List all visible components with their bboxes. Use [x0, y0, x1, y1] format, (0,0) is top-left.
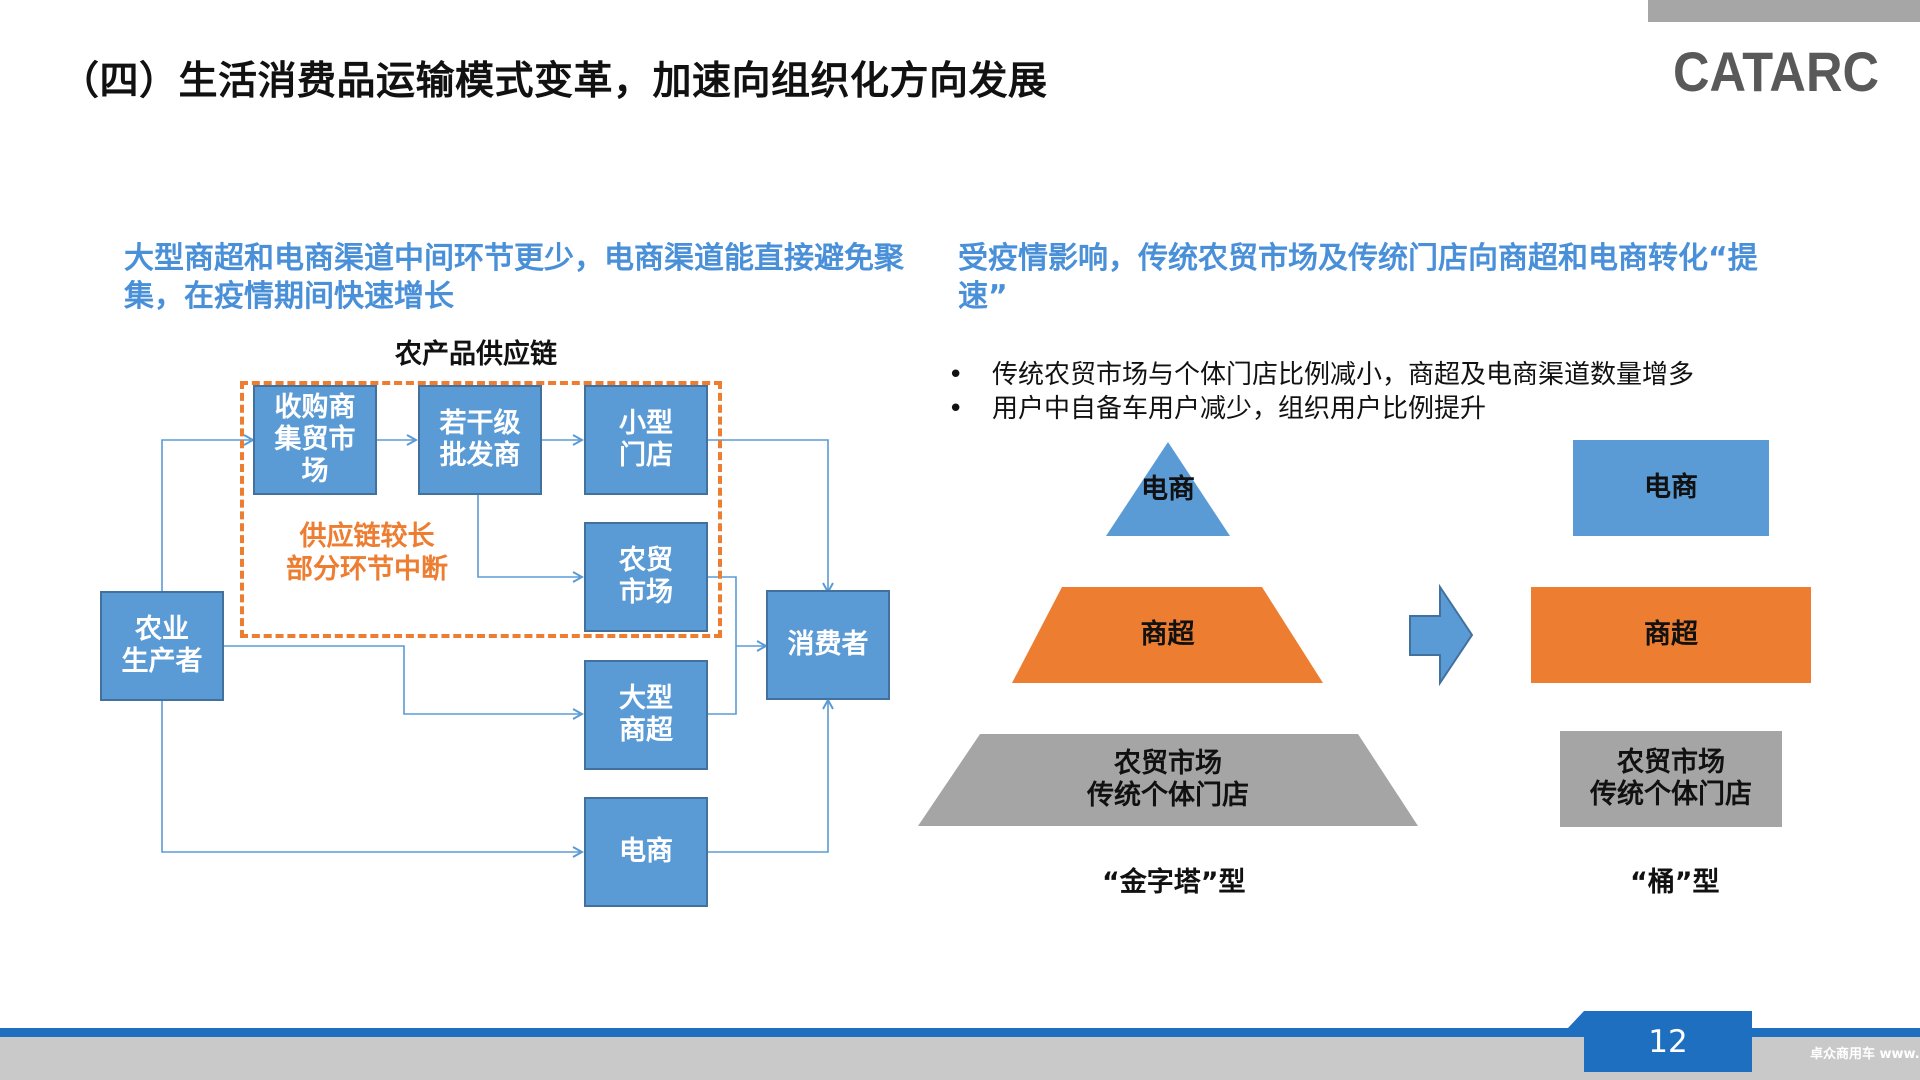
transform-arrow-icon — [1409, 583, 1474, 687]
bucket-bottom-shape — [1560, 731, 1782, 827]
node-producer: 农业 生产者 — [100, 591, 224, 701]
node-small-store: 小型 门店 — [584, 385, 708, 495]
footer-blue-band — [0, 1028, 1920, 1037]
arrow-producer-buyer — [161, 440, 253, 593]
pyramid-top-label: 电商 — [1141, 474, 1195, 505]
arrow-ecommerce-consumer — [706, 700, 828, 853]
arrow-producer-ecommerce — [161, 700, 582, 852]
bucket-middle-shape — [1531, 587, 1811, 683]
pyramid-bottom-label: 农贸市场 传统个体门店 — [1087, 748, 1249, 811]
left-heading: 大型商超和电商渠道中间环节更少，电商渠道能直接避免聚集，在疫情期间快速增长 — [124, 241, 904, 314]
right-heading: 受疫情影响，传统农贸市场及传统门店向商超和电商转化“提速” — [958, 241, 1758, 314]
node-buyer: 收购商 集贸市 场 — [253, 385, 377, 495]
bullet-item: 用户中自备车用户减少，组织用户比例提升 — [944, 392, 1844, 426]
bucket-top-label: 电商 — [1644, 472, 1698, 503]
logo-text: CATARC — [1673, 42, 1879, 100]
page-number: 12 — [1584, 1011, 1752, 1072]
node-wholesaler: 若干级 批发商 — [418, 385, 542, 495]
page-tab-corner — [1568, 1011, 1584, 1028]
arrow-producer-supermarket — [222, 645, 582, 714]
pyramid-caption: “金字塔”型 — [1102, 867, 1246, 898]
supply-chain-title: 农产品供应链 — [395, 339, 557, 370]
bullet-list: 传统农贸市场与个体门店比例减小，商超及电商渠道数量增多 用户中自备车用户减少，组… — [944, 358, 1844, 426]
supply-chain-dashed-region — [240, 381, 722, 638]
bullet-item: 传统农贸市场与个体门店比例减小，商超及电商渠道数量增多 — [944, 358, 1844, 392]
bucket-bottom-label: 农贸市场 传统个体门店 — [1590, 747, 1752, 810]
top-accent-bar — [1648, 0, 1920, 22]
bucket-caption: “桶”型 — [1630, 867, 1720, 898]
bucket-top-shape — [1573, 440, 1769, 536]
pyramid-top-shape — [1106, 442, 1230, 536]
arrow-store-consumer — [706, 439, 828, 592]
bucket-middle-label: 商超 — [1644, 619, 1698, 650]
node-consumer: 消费者 — [766, 590, 890, 700]
arrow-wholesaler-market — [477, 494, 582, 577]
supply-chain-note: 供应链较长 部分环节中断 — [286, 521, 448, 585]
pyramid-bottom-shape — [918, 734, 1418, 826]
node-farm-market: 农贸 市场 — [584, 522, 708, 632]
slide-title: （四）生活消费品运输模式变革，加速向组织化方向发展 — [60, 59, 1048, 104]
watermark: 卓众商用车 www.bjcv.com — [1810, 1047, 1920, 1062]
catarc-logo: CATARC — [1673, 42, 1879, 100]
node-supermarket: 大型 商超 — [584, 660, 708, 770]
pyramid-middle-shape — [1012, 587, 1323, 683]
pyramid-middle-label: 商超 — [1140, 619, 1195, 650]
node-ecommerce: 电商 — [584, 797, 708, 907]
